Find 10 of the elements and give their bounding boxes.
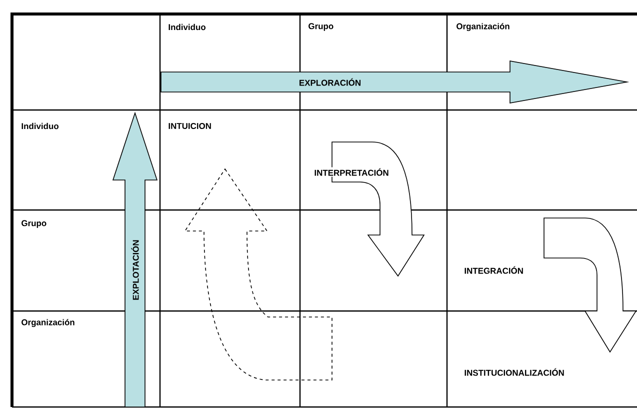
row-header: Organización [20, 318, 76, 328]
column-header: Organización [455, 22, 511, 32]
column-header: Individuo [167, 22, 207, 32]
column-header: Grupo [307, 22, 335, 32]
stage-label: INSTITUCIONALIZACIÓN [463, 367, 566, 377]
stage-label: INTEGRACIÓN [463, 265, 524, 275]
row-header: Individuo [20, 122, 60, 130]
stage-label: INTERPRETACIÓN [313, 167, 390, 177]
stage-label: INTUICION [167, 122, 212, 130]
row-header: Grupo [20, 219, 48, 229]
